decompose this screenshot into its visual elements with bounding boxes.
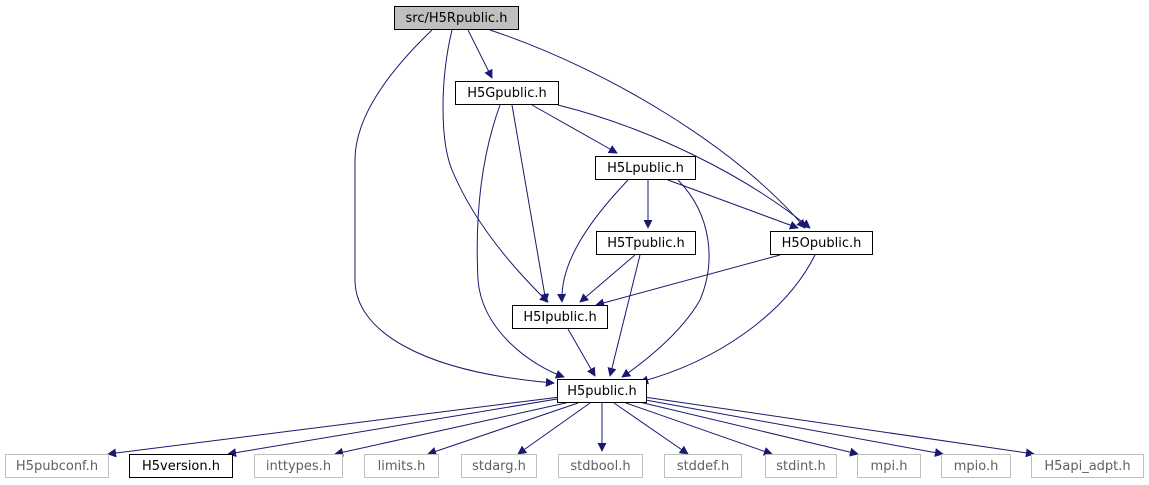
- edge-H5Lpublic-to-H5Ipublic: [557, 179, 629, 303]
- node-H5pubconf: H5pubconf.h: [5, 454, 109, 478]
- edge-root-to-H5public: [354, 29, 555, 387]
- edge-H5Ipublic-to-H5public: [567, 328, 596, 377]
- edge-H5Gpublic-to-H5Ipublic: [511, 104, 550, 303]
- edge-H5public-to-limits: [427, 402, 579, 456]
- edge-H5Tpublic-to-H5Ipublic: [579, 254, 636, 303]
- edge-H5public-to-stdarg: [517, 402, 591, 455]
- edge-root-to-H5Ipublic: [442, 29, 549, 303]
- node-H5Gpublic[interactable]: H5Gpublic.h: [455, 81, 559, 105]
- node-H5Opublic[interactable]: H5Opublic.h: [770, 231, 873, 255]
- edge-H5public-to-stddef: [613, 402, 689, 455]
- node-H5api_adpt: H5api_adpt.h: [1031, 454, 1144, 478]
- node-stdbool: stdbool.h: [558, 454, 643, 478]
- node-H5Tpublic[interactable]: H5Tpublic.h: [596, 231, 696, 255]
- node-H5Ipublic[interactable]: H5Ipublic.h: [512, 305, 608, 329]
- node-inttypes: inttypes.h: [254, 454, 343, 478]
- node-H5version[interactable]: H5version.h: [129, 454, 233, 478]
- edge-H5public-to-inttypes: [334, 401, 571, 457]
- edge-H5public-to-mpio: [639, 398, 944, 457]
- edge-H5Lpublic-to-H5public: [621, 179, 710, 378]
- edge-root-to-H5Opublic: [489, 29, 806, 229]
- node-stddef: stddef.h: [664, 454, 742, 478]
- edge-H5public-to-H5api_adpt: [643, 396, 1035, 458]
- edge-H5Tpublic-to-H5public: [607, 254, 641, 377]
- node-mpi: mpi.h: [857, 454, 921, 478]
- edge-H5public-to-H5version: [227, 397, 564, 458]
- node-H5Lpublic[interactable]: H5Lpublic.h: [595, 156, 696, 180]
- edge-H5Gpublic-to-H5public: [476, 104, 565, 379]
- edge-H5public-to-stdint: [625, 402, 773, 456]
- edge-H5Gpublic-to-H5Lpublic: [531, 104, 618, 154]
- node-limits: limits.h: [364, 454, 439, 478]
- edge-H5Opublic-to-H5public: [639, 254, 816, 385]
- edge-root-to-H5Gpublic: [467, 29, 493, 79]
- node-H5public[interactable]: H5public.h: [557, 379, 647, 403]
- edge-H5public-to-H5pubconf: [107, 396, 561, 458]
- edge-H5Lpublic-to-H5Opublic: [667, 179, 799, 230]
- edge-H5public-to-mpi: [634, 400, 859, 457]
- node-stdint: stdint.h: [765, 454, 837, 478]
- node-root: src/H5Rpublic.h: [394, 6, 519, 30]
- edge-H5Opublic-to-H5Ipublic: [595, 254, 781, 308]
- edge-H5Gpublic-to-H5Opublic: [557, 104, 811, 229]
- node-mpio: mpio.h: [941, 454, 1011, 478]
- node-stdarg: stdarg.h: [461, 454, 537, 478]
